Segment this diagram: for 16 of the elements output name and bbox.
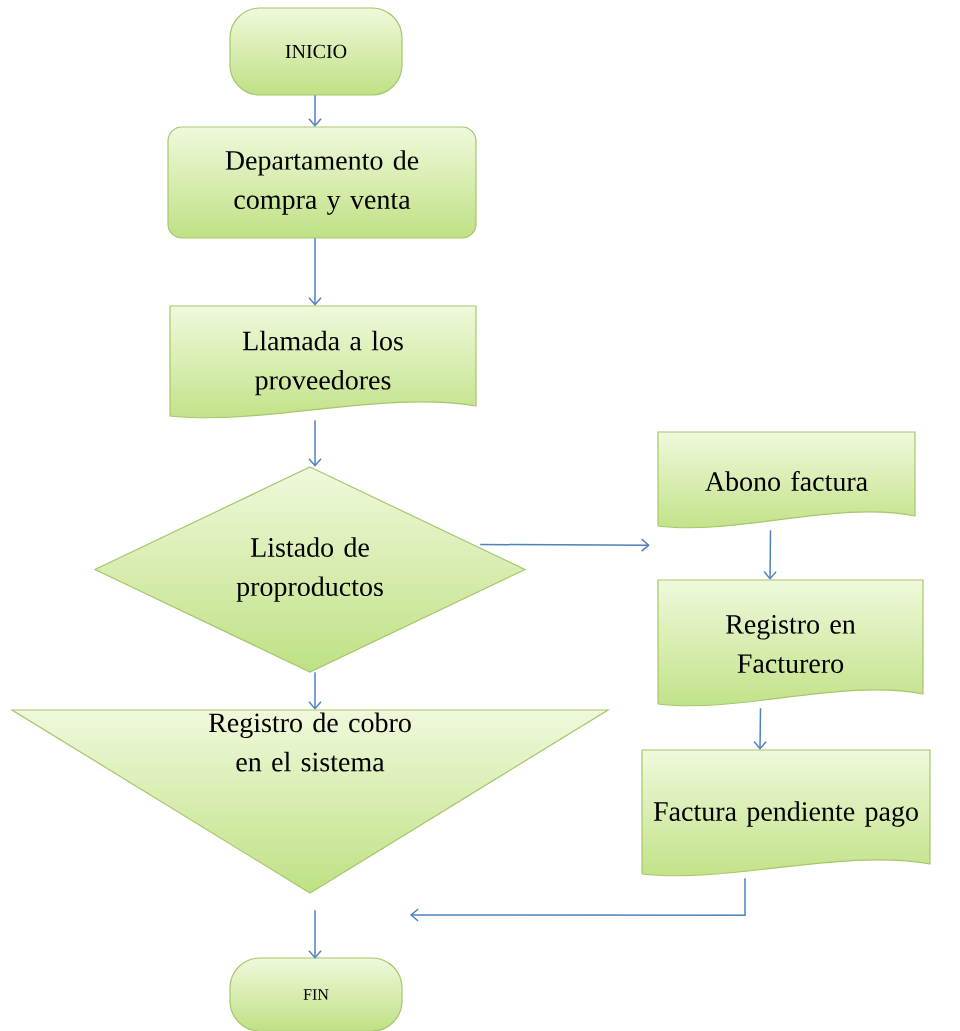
document-box: Registro en Facturero [657,579,924,707]
arrow [308,909,322,959]
arrow [308,94,322,127]
arrow [308,671,322,710]
terminal-box: FIN [229,957,403,1031]
arrow [479,538,650,552]
arrow [763,529,777,580]
terminal-box: INICIO [229,7,403,96]
arrow [753,707,767,750]
process-box: Departamento de compra y venta [167,126,477,239]
arrow [410,877,746,922]
document-box: Factura pendiente pago [641,749,931,877]
document-box: Llamada a los proveedores [169,305,477,419]
document-box: Abono factura [657,431,916,529]
arrow [308,419,322,467]
arrow [308,237,322,306]
